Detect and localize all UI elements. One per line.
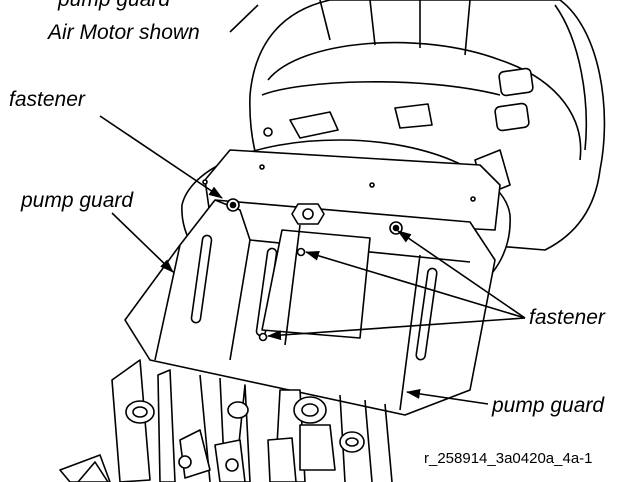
leader-fastener-plate — [305, 250, 526, 319]
label-pump-guard-left: pump guard — [21, 189, 134, 212]
pump-guard-body — [124, 198, 496, 416]
callout-leaders — [99, 4, 526, 405]
leader-pump-guard-left — [111, 212, 174, 273]
label-air-motor-shown: Air Motor shown — [48, 21, 200, 44]
leader-fastener-right — [397, 230, 526, 319]
label-pump-guard-right: pump guard — [492, 394, 605, 417]
label-pump-guard-top: pump guard — [58, 0, 170, 10]
leader-fastener-top — [99, 115, 223, 199]
label-fastener-right: fastener — [529, 306, 605, 329]
figure-reference-id: r_258914_3a0420a_4a-1 — [424, 450, 593, 467]
leader-air-motor — [229, 4, 259, 33]
leader-pump-guard-right — [406, 388, 489, 405]
pump-lower-fittings — [59, 359, 393, 482]
label-fastener-top: fastener — [9, 88, 85, 111]
leader-fastener-lower — [267, 317, 526, 341]
